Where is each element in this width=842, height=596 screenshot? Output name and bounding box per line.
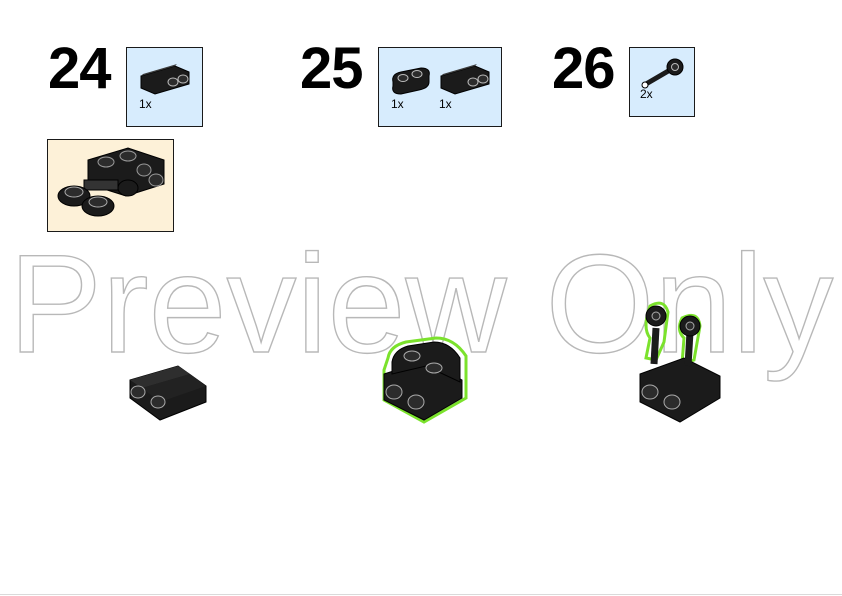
parts-list-box-step-25: 1x 1x [378, 47, 502, 127]
subassembly-model-icon [57, 147, 165, 217]
inverted-bracket-1x2-icon [440, 64, 490, 95]
part-quantity: 1x [439, 97, 452, 111]
ball-joint-pin-icon [641, 58, 684, 89]
step-number-24: 24 [48, 36, 112, 101]
step-24-model [129, 365, 207, 421]
part-quantity: 2x [640, 87, 653, 101]
step-number-25: 25 [300, 36, 364, 101]
step-26-model [639, 301, 721, 423]
step-25-model [382, 336, 468, 424]
step-number-26: 26 [552, 36, 616, 101]
subassembly-callout [47, 139, 174, 232]
page-bottom-rule [0, 594, 842, 595]
plate-1x2-rounded-icon [392, 67, 430, 95]
part-quantity: 1x [139, 97, 152, 111]
part-quantity: 1x [391, 97, 404, 111]
inverted-bracket-1x2-icon [140, 64, 190, 95]
parts-list-box-step-26: 2x [629, 47, 695, 117]
parts-list-box-step-24: 1x [126, 47, 203, 127]
